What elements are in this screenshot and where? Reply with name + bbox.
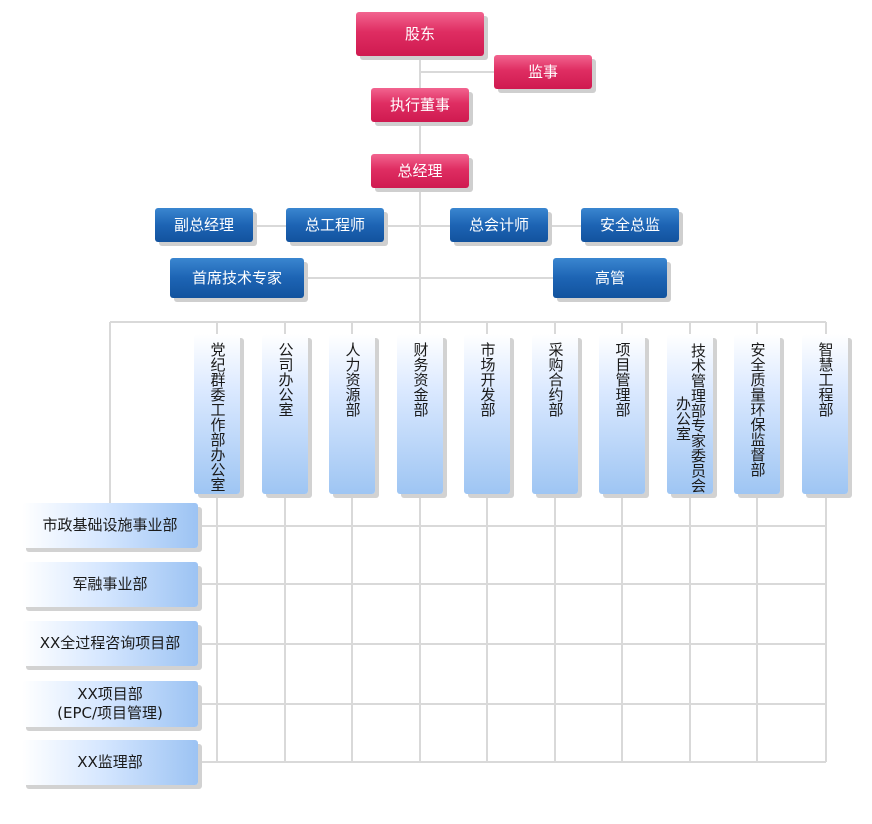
shareholders-box: 股东 (356, 12, 484, 56)
department-label: 项目管理部 (613, 342, 632, 417)
department-box: 财务资金部 (397, 334, 443, 494)
business-unit-label: XX项目部 (EPC/项目管理) (57, 685, 163, 722)
department-box: 采购合约部 (532, 334, 578, 494)
deputy-gm-box: 副总经理 (155, 208, 253, 242)
department-label: 安全质量环保监督部 (748, 342, 767, 477)
chief-accountant-box: 总会计师 (450, 208, 548, 242)
supervisor-box: 监事 (494, 55, 592, 89)
business-unit-label: XX全过程咨询项目部 (39, 634, 181, 652)
senior-management-box: 高管 (553, 258, 667, 298)
department-box: 技术管理部专家委员会办公室 (667, 334, 713, 494)
safety-director-box: 安全总监 (581, 208, 679, 242)
chief-accountant-label: 总会计师 (468, 216, 529, 234)
business-unit-box: XX监理部 (22, 740, 198, 785)
shareholders-label: 股东 (404, 25, 435, 43)
business-unit-box: 市政基础设施事业部 (22, 503, 198, 548)
business-unit-box: XX项目部 (EPC/项目管理) (22, 681, 198, 727)
chief-tech-expert-label: 首席技术专家 (191, 269, 282, 287)
general-manager-label: 总经理 (397, 162, 443, 180)
supervisor-label: 监事 (527, 63, 558, 81)
business-unit-label: 军融事业部 (72, 575, 148, 593)
department-box: 人力资源部 (329, 334, 375, 494)
department-label: 党纪群委工作部办公室 (208, 342, 227, 492)
department-box: 公司办公室 (262, 334, 308, 494)
safety-director-label: 安全总监 (599, 216, 660, 234)
department-box: 市场开发部 (464, 334, 510, 494)
senior-management-label: 高管 (594, 269, 625, 287)
department-label: 采购合约部 (546, 342, 565, 417)
department-box: 安全质量环保监督部 (734, 334, 780, 494)
executive-director-box: 执行董事 (371, 88, 469, 122)
department-box: 智慧工程部 (802, 334, 848, 494)
department-box: 党纪群委工作部办公室 (194, 334, 240, 494)
department-label: 财务资金部 (411, 342, 430, 417)
general-manager-box: 总经理 (371, 154, 469, 188)
executive-director-label: 执行董事 (389, 96, 450, 114)
department-label: 人力资源部 (343, 342, 362, 417)
department-label: 技术管理部专家委员会办公室 (674, 343, 707, 493)
chief-tech-expert-box: 首席技术专家 (170, 258, 304, 298)
department-label: 公司办公室 (276, 342, 295, 417)
business-unit-box: 军融事业部 (22, 562, 198, 607)
department-box: 项目管理部 (599, 334, 645, 494)
chief-engineer-label: 总工程师 (304, 216, 365, 234)
business-unit-label: 市政基础设施事业部 (42, 516, 178, 534)
department-label: 市场开发部 (478, 342, 497, 417)
business-unit-label: XX监理部 (77, 753, 143, 771)
chief-engineer-box: 总工程师 (286, 208, 384, 242)
department-label: 智慧工程部 (816, 342, 835, 417)
deputy-gm-label: 副总经理 (173, 216, 234, 234)
business-unit-box: XX全过程咨询项目部 (22, 621, 198, 666)
